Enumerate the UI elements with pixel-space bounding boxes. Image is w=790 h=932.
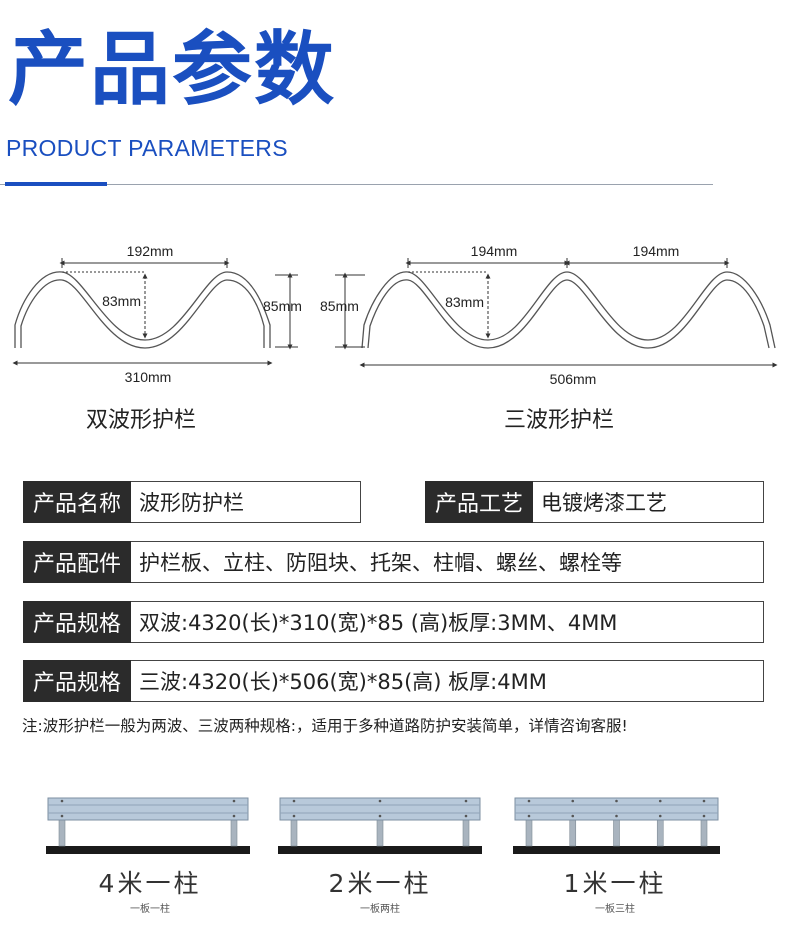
spec-row-parts: 产品配件 护栏板、立柱、防阻块、托架、柱帽、螺丝、螺栓等 <box>23 541 764 583</box>
bolt <box>527 799 531 803</box>
triple-wave-name: 三波形护栏 <box>504 408 615 433</box>
bolt <box>232 799 236 803</box>
double-inner-height: 83mm <box>102 293 141 309</box>
cross-section-diagrams: 192mm 83mm 85mm 310mm 194mm 194mm 85mm 8… <box>12 243 778 387</box>
spec-value: 波形防护栏 <box>131 481 361 523</box>
bolt <box>292 814 296 818</box>
page-subtitle: PRODUCT PARAMETERS <box>6 135 288 161</box>
triple-wave-profile <box>361 271 776 349</box>
header-divider <box>0 184 713 185</box>
ground-bar <box>278 846 482 854</box>
ground-bar <box>46 846 250 854</box>
post <box>569 817 577 847</box>
post <box>700 817 708 847</box>
triple-total-width: 506mm <box>550 371 597 387</box>
ground-bar <box>513 846 720 854</box>
post-spacing-illustrations <box>46 797 720 854</box>
post-spacing-sub: 一板三柱 <box>595 904 635 915</box>
spec-label: 产品名称 <box>23 481 131 523</box>
bolt <box>378 799 382 803</box>
post-spacing-sub: 一板一柱 <box>130 904 170 915</box>
header-accent-bar <box>5 182 107 186</box>
bolt <box>527 814 531 818</box>
post <box>230 817 238 847</box>
guardrail-panel <box>514 797 719 821</box>
post-spacing-label: 4米一柱 <box>98 869 202 898</box>
guardrail-panel <box>279 797 481 821</box>
triple-inner-height: 83mm <box>445 294 484 310</box>
bolt <box>702 799 706 803</box>
triple-wave-dimensions <box>335 258 778 368</box>
bolt <box>378 814 382 818</box>
spec-row-triple: 产品规格 三波:4320(长)*506(宽)*85(高) 板厚:4MM <box>23 660 764 702</box>
spec-value: 双波:4320(长)*310(宽)*85 (高)板厚:3MM、4MM <box>131 601 764 643</box>
guardrail-panel <box>47 797 249 821</box>
post-spacing-label: 2米一柱 <box>328 869 432 898</box>
double-total-width: 310mm <box>125 369 172 385</box>
post <box>525 817 533 847</box>
post-spacing-sub: 一板两柱 <box>360 904 400 915</box>
bolt <box>571 814 575 818</box>
post <box>376 817 384 847</box>
post <box>613 817 620 847</box>
spec-row-name: 产品名称 波形防护栏 <box>23 481 361 523</box>
spec-label: 产品规格 <box>23 601 131 643</box>
spec-label: 产品规格 <box>23 660 131 702</box>
bolt <box>571 799 575 803</box>
usage-note: 注:波形护栏一般为两波、三波两种规格:，适用于多种道路防护安装简单，详情咨询客服… <box>22 717 628 735</box>
spec-label: 产品工艺 <box>425 481 533 523</box>
spec-label: 产品配件 <box>23 541 131 583</box>
post <box>58 817 66 847</box>
double-outer-height: 85mm <box>263 298 302 314</box>
bolt <box>60 814 64 818</box>
page-title: 产品参数 <box>8 23 336 116</box>
post-spacing-section: 4米一柱 一板一柱 2米一柱 一板两柱 1米一柱 一板三柱 <box>0 788 790 928</box>
bolt <box>232 814 236 818</box>
bolt <box>60 799 64 803</box>
triple-top-width-2: 194mm <box>633 243 680 259</box>
bolt <box>292 799 296 803</box>
double-top-width: 192mm <box>127 243 174 259</box>
spec-value: 护栏板、立柱、防阻块、托架、柱帽、螺丝、螺栓等 <box>131 541 764 583</box>
double-wave-profile <box>14 271 271 349</box>
spec-value: 三波:4320(长)*506(宽)*85(高) 板厚:4MM <box>131 660 764 702</box>
post <box>462 817 470 847</box>
post-spacing-label: 1米一柱 <box>563 869 667 898</box>
spec-row-craft: 产品工艺 电镀烤漆工艺 <box>425 481 764 523</box>
bolt <box>615 814 618 818</box>
post <box>290 817 298 847</box>
bolt <box>658 799 662 803</box>
triple-top-width-1: 194mm <box>471 243 518 259</box>
double-wave-dimensions <box>12 258 298 366</box>
bolt <box>615 799 618 803</box>
double-wave-name: 双波形护栏 <box>86 408 197 433</box>
triple-outer-height: 85mm <box>320 298 359 314</box>
bolt <box>464 799 468 803</box>
bolt <box>464 814 468 818</box>
bolt <box>702 814 706 818</box>
spec-row-double: 产品规格 双波:4320(长)*310(宽)*85 (高)板厚:3MM、4MM <box>23 601 764 643</box>
bolt <box>658 814 662 818</box>
spec-value: 电镀烤漆工艺 <box>533 481 764 523</box>
post <box>656 817 664 847</box>
